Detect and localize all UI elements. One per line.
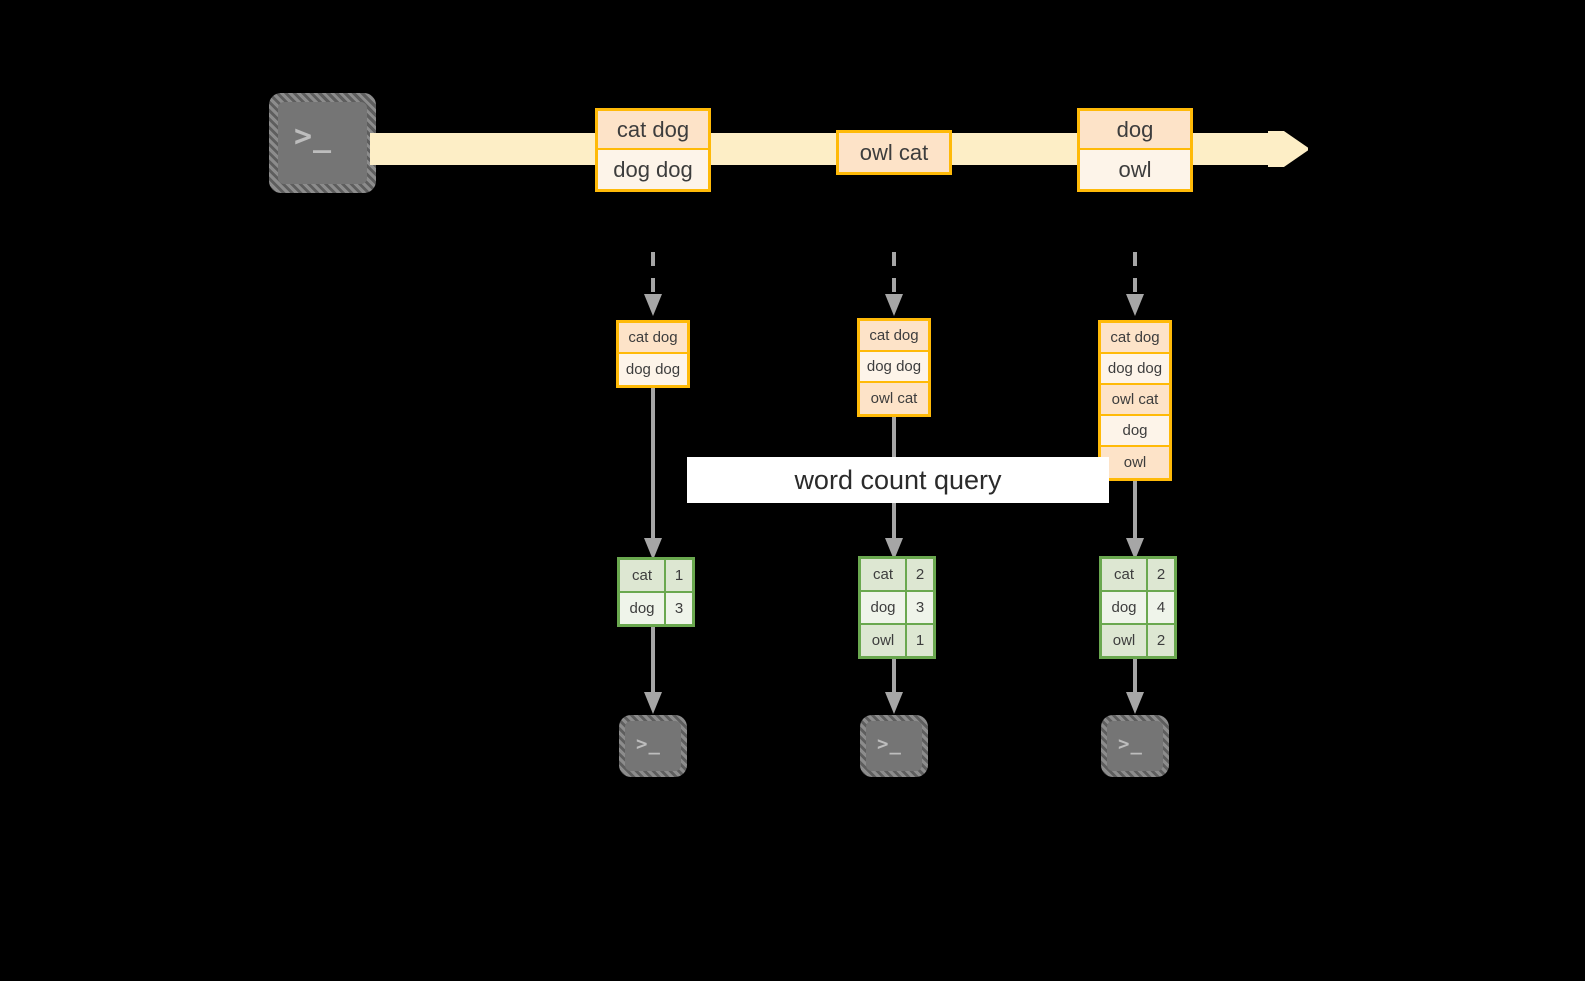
result-word: cat	[1102, 559, 1148, 590]
result-word: cat	[620, 560, 666, 591]
result-row: dog 3	[861, 592, 933, 625]
result-row: owl 2	[1102, 625, 1174, 656]
sink-connector-col3	[1123, 652, 1147, 716]
sink-connector-col1	[641, 622, 665, 716]
sink-connector-col2	[882, 652, 906, 716]
result-count: 3	[907, 592, 933, 623]
terminal-prompt-glyph: >_	[877, 733, 902, 755]
stream-record-line: dog	[1080, 111, 1190, 150]
terminal-screen: >_	[278, 102, 367, 184]
result-word: owl	[861, 625, 907, 656]
stream-record-3: dog owl	[1077, 108, 1193, 192]
input-table-col1: cat dog dog dog	[616, 320, 690, 388]
input-row: owl cat	[1101, 385, 1169, 416]
result-word: owl	[1102, 625, 1148, 656]
result-table-col3: cat 2 dog 4 owl 2	[1099, 556, 1177, 659]
input-row: dog	[1101, 416, 1169, 447]
terminal-screen: >_	[866, 721, 922, 771]
result-table-col1: cat 1 dog 3	[617, 557, 695, 627]
input-row: dog dog	[1101, 354, 1169, 385]
result-word: cat	[861, 559, 907, 590]
query-label: word count query	[687, 457, 1109, 503]
result-word: dog	[861, 592, 907, 623]
stream-record-1: cat dog dog dog	[595, 108, 711, 192]
result-row: dog 4	[1102, 592, 1174, 625]
terminal-prompt-glyph: >_	[1118, 733, 1143, 755]
terminal-screen: >_	[625, 721, 681, 771]
result-count: 4	[1148, 592, 1174, 623]
result-count: 2	[1148, 625, 1174, 656]
query-connector-col3	[1123, 476, 1147, 562]
input-row: dog dog	[619, 354, 687, 385]
stream-record-line: cat dog	[598, 111, 708, 150]
result-row: owl 1	[861, 625, 933, 656]
result-row: cat 2	[1102, 559, 1174, 592]
sink-terminal-col2: >_	[860, 715, 928, 777]
result-count: 2	[907, 559, 933, 590]
result-count: 2	[1148, 559, 1174, 590]
result-count: 1	[666, 560, 692, 591]
query-connector-col1	[641, 384, 665, 562]
source-terminal-icon: >_	[269, 93, 376, 193]
result-word: dog	[1102, 592, 1148, 623]
dashed-connector-col2	[882, 252, 906, 318]
result-row: cat 1	[620, 560, 692, 593]
terminal-prompt-glyph: >_	[636, 733, 661, 755]
terminal-prompt-glyph: >_	[294, 119, 333, 154]
input-row: cat dog	[860, 321, 928, 352]
terminal-screen: >_	[1107, 721, 1163, 771]
result-table-col2: cat 2 dog 3 owl 1	[858, 556, 936, 659]
stream-record-line: dog dog	[598, 150, 708, 189]
stream-record-line: owl	[1080, 150, 1190, 189]
input-row: owl	[1101, 447, 1169, 478]
sink-terminal-col1: >_	[619, 715, 687, 777]
input-table-col2: cat dog dog dog owl cat	[857, 318, 931, 417]
sink-terminal-col3: >_	[1101, 715, 1169, 777]
dashed-connector-col1	[641, 252, 665, 318]
result-row: dog 3	[620, 593, 692, 624]
result-row: cat 2	[861, 559, 933, 592]
input-row: cat dog	[1101, 323, 1169, 354]
input-row: dog dog	[860, 352, 928, 383]
result-count: 3	[666, 593, 692, 624]
input-row: cat dog	[619, 323, 687, 354]
result-word: dog	[620, 593, 666, 624]
dashed-connector-col3	[1123, 252, 1147, 318]
stream-record-2: owl cat	[836, 130, 952, 175]
stream-record-line: owl cat	[839, 133, 949, 172]
result-count: 1	[907, 625, 933, 656]
input-row: owl cat	[860, 383, 928, 414]
input-table-col3: cat dog dog dog owl cat dog owl	[1098, 320, 1172, 481]
